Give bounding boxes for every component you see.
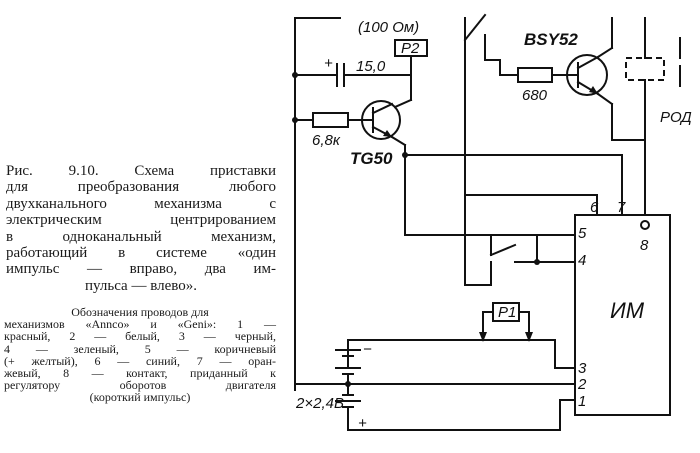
left-supply-rail [294, 17, 341, 391]
block-label: ИМ [610, 298, 645, 323]
switch-top [463, 13, 501, 61]
legend-line: (короткий импульс) [89, 390, 191, 405]
wire-legend: Обозначения проводов для механизмов «Ann… [4, 306, 276, 404]
caption-line: двухканального механизма с [6, 195, 276, 212]
battery-plus: + [358, 415, 367, 432]
r-680-value: 680 [522, 87, 548, 104]
caption-line: импульс — вправо, два им- [6, 261, 276, 278]
caption-line: для преобразования любого [6, 179, 276, 196]
switch-p1-contact [489, 234, 576, 286]
legend-line: механизмов «Annco» и «Geni»: 1 — [4, 317, 276, 332]
pin-8: 8 [640, 237, 649, 254]
legend-line: (+ желтый), 6 — синий, 7 — оран- [4, 353, 276, 368]
caption-line: электрическим центрированием [6, 212, 276, 229]
pin-1: 1 [578, 393, 586, 410]
legend-line: 4 — зеленый, 5 — коричневый [4, 341, 276, 356]
resistor-r2: (100 Ом) P2 [358, 19, 428, 76]
transistor-2-label: BSY52 [524, 30, 578, 49]
block-im: ИМ 6 7 5 4 8 3 2 1 [574, 199, 671, 416]
relay-label: РОД [660, 109, 692, 126]
transistor-tg50: TG50 [350, 100, 401, 168]
legend-line: Обозначения проводов для [71, 305, 209, 319]
legend-line: красный, 2 — белый, 3 — черный, [4, 329, 276, 344]
figure-caption: Рис. 9.10. Схема приставки для преобразо… [6, 163, 276, 294]
caption-line: в одноканальный механизм, [6, 228, 276, 245]
battery-label: 2×2,4В [295, 395, 344, 412]
caption-line: Рис. 9.10. Схема приставки [6, 163, 276, 179]
pin-4: 4 [578, 252, 586, 269]
battery: − + 2×2,4В [295, 341, 372, 432]
legend-line: регулятору оборотов двигателя [4, 378, 276, 393]
legend-line: жевый, 8 — контакт, приданный к [4, 366, 276, 381]
r-base-value: 6,8к [312, 132, 341, 149]
transistor-1-label: TG50 [350, 149, 393, 168]
capacitor-15uf: + 15,0 [292, 55, 412, 87]
caption-line: пульса — влево». [85, 277, 197, 294]
r2-label: P2 [401, 40, 420, 57]
caption-line: работающий в системе «один [6, 245, 276, 262]
cap-value: 15,0 [356, 58, 386, 75]
pin-6: 6 [590, 199, 599, 216]
battery-minus: − [363, 341, 372, 358]
pin-3: 3 [578, 360, 587, 377]
pin-2: 2 [577, 376, 587, 393]
r2-value: (100 Ом) [358, 19, 419, 36]
relay-p1: P1 [479, 302, 533, 342]
transistor-bsy52: BSY52 [524, 30, 608, 96]
relay-p1-label: P1 [498, 304, 516, 321]
pin-5: 5 [578, 225, 587, 242]
resistor-6k8: 6,8к [292, 112, 369, 149]
resistor-680: 680 [499, 59, 571, 104]
cap-plus: + [324, 55, 333, 72]
relay-rod: РОД [611, 17, 692, 141]
pin-7: 7 [617, 199, 626, 216]
